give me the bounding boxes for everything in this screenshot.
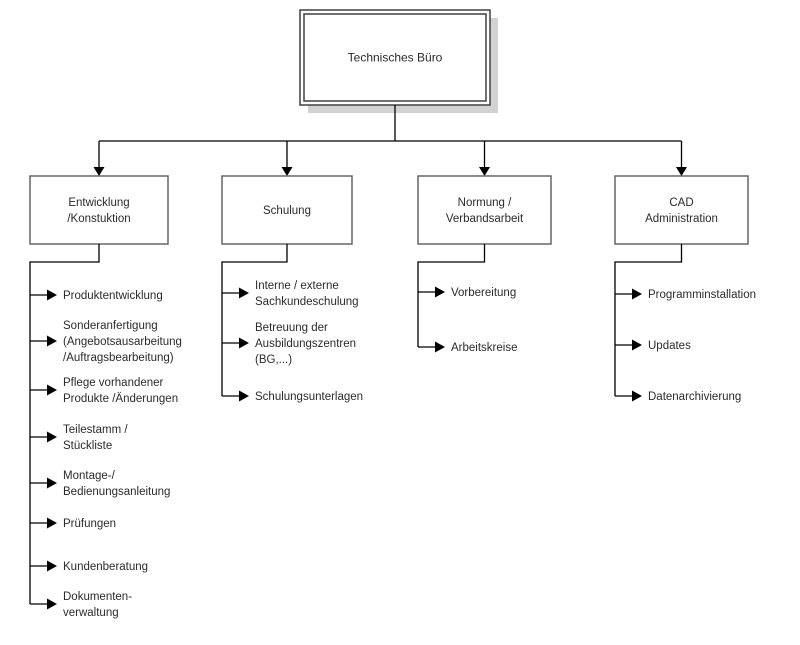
leaf-item-entwicklung-5[interactable]: Prüfungen bbox=[63, 518, 116, 530]
leaf-arrow-icon-cad-0 bbox=[632, 288, 642, 300]
leaf-arrow-icon-cad-2 bbox=[632, 390, 642, 402]
leaf-item-entwicklung-1-line: /Auftragsbearbeitung) bbox=[63, 352, 174, 364]
chart-root-group: Technisches BüroEntwicklung/KonstuktionP… bbox=[29, 9, 756, 619]
leaf-item-cad-2-line: Datenarchivierung bbox=[648, 391, 741, 403]
leaf-item-entwicklung-3-line: Stückliste bbox=[63, 440, 112, 452]
leaf-item-entwicklung-0[interactable]: Produktentwicklung bbox=[63, 290, 163, 302]
leaf-item-normung-0-line: Vorbereitung bbox=[451, 287, 516, 299]
leaf-item-cad-2[interactable]: Datenarchivierung bbox=[648, 391, 741, 403]
branch-arrow-down-entwicklung bbox=[93, 167, 105, 176]
leaf-arrow-icon-entwicklung-2 bbox=[47, 384, 57, 396]
branch-box-label-entwicklung-line: /Konstuktion bbox=[67, 213, 130, 225]
branch-arrow-down-cad bbox=[676, 167, 687, 176]
leaf-item-cad-0-line: Programminstallation bbox=[648, 289, 756, 301]
leaf-item-schulung-2[interactable]: Schulungsunterlagen bbox=[255, 391, 363, 403]
branch-box-label-normung-line: Verbandsarbeit bbox=[446, 213, 524, 225]
leaf-arrow-icon-cad-1 bbox=[632, 339, 642, 351]
branch-box-fill-schulung bbox=[222, 176, 352, 244]
leaf-item-schulung-1-line: (BG,...) bbox=[255, 354, 292, 366]
branch-box-label-cad-line: CAD bbox=[669, 197, 693, 209]
branch-spine-connector-schulung bbox=[221, 244, 288, 396]
leaf-item-entwicklung-4-line: Montage-/ bbox=[63, 470, 116, 482]
leaf-item-entwicklung-3-line: Teilestamm / bbox=[63, 424, 128, 436]
leaf-item-normung-1[interactable]: Arbeitskreise bbox=[451, 342, 517, 354]
leaf-item-entwicklung-0-line: Produktentwicklung bbox=[63, 290, 163, 302]
leaf-item-cad-0[interactable]: Programminstallation bbox=[648, 289, 756, 301]
leaf-arrow-icon-schulung-1 bbox=[239, 337, 249, 349]
leaf-item-normung-0[interactable]: Vorbereitung bbox=[451, 287, 516, 299]
branch-arrow-down-normung bbox=[479, 167, 490, 176]
leaf-arrow-icon-entwicklung-1 bbox=[47, 335, 57, 347]
leaf-arrow-icon-entwicklung-6 bbox=[47, 560, 57, 572]
leaf-item-entwicklung-4-line: Bedienungsanleitung bbox=[63, 486, 170, 498]
leaf-item-entwicklung-1[interactable]: Sonderanfertigung (Angebotsausarbeitung/A… bbox=[63, 320, 182, 364]
branch-arrow-down-schulung bbox=[281, 167, 293, 176]
root-box-label: Technisches Büro bbox=[348, 51, 443, 65]
leaf-item-normung-1-line: Arbeitskreise bbox=[451, 342, 517, 354]
leaf-item-schulung-2-line: Schulungsunterlagen bbox=[255, 391, 363, 403]
leaf-item-entwicklung-6-line: Kundenberatung bbox=[63, 561, 148, 573]
leaf-arrow-icon-entwicklung-5 bbox=[47, 517, 57, 529]
leaf-arrow-icon-schulung-2 bbox=[239, 390, 249, 402]
branch-box-label-entwicklung: Entwicklung/Konstuktion bbox=[67, 197, 130, 225]
branch-box-fill-cad bbox=[615, 176, 748, 244]
branch-spine-connector-cad bbox=[614, 244, 683, 396]
branch-box-label-entwicklung-line: Entwicklung bbox=[68, 197, 129, 209]
branch-box-label-cad-line: Administration bbox=[645, 213, 718, 225]
root-box-outer-fill bbox=[300, 10, 490, 105]
leaf-item-schulung-1-line: Betreuung der bbox=[255, 322, 328, 334]
branch-box-label-schulung: Schulung bbox=[263, 205, 311, 217]
leaf-item-cad-1-line: Updates bbox=[648, 340, 691, 352]
leaf-arrow-icon-schulung-0 bbox=[239, 287, 249, 299]
leaf-item-entwicklung-2-line: Pflege vorhandener bbox=[63, 377, 164, 389]
leaf-item-entwicklung-7-line: verwaltung bbox=[63, 607, 119, 619]
leaf-item-schulung-0-line: Sachkundeschulung bbox=[255, 296, 359, 308]
leaf-item-entwicklung-7[interactable]: Dokumenten-verwaltung bbox=[63, 591, 132, 619]
leaf-item-entwicklung-1-line: Sonderanfertigung bbox=[63, 320, 158, 332]
branch-box-label-cad: CAD Administration bbox=[645, 197, 718, 225]
leaf-item-entwicklung-1-line: (Angebotsausarbeitung bbox=[63, 336, 182, 348]
branch-box-fill-normung bbox=[418, 176, 551, 244]
leaf-item-entwicklung-7-line: Dokumenten- bbox=[63, 591, 132, 603]
branch-spine-connector-entwicklung bbox=[29, 244, 100, 604]
leaf-arrow-icon-entwicklung-3 bbox=[47, 431, 57, 443]
leaf-arrow-icon-normung-0 bbox=[435, 286, 445, 298]
branch-box-label-normung-line: Normung / bbox=[458, 197, 512, 209]
leaf-arrow-icon-normung-1 bbox=[435, 341, 445, 353]
leaf-arrow-icon-entwicklung-4 bbox=[47, 477, 57, 489]
leaf-item-entwicklung-2-line: Produkte /Änderungen bbox=[63, 393, 178, 405]
leaf-arrow-icon-entwicklung-7 bbox=[47, 598, 57, 610]
branch-box-fill-entwicklung bbox=[30, 176, 168, 244]
leaf-item-entwicklung-6[interactable]: Kundenberatung bbox=[63, 561, 148, 573]
leaf-item-entwicklung-3[interactable]: Teilestamm / Stückliste bbox=[63, 424, 128, 452]
leaf-item-entwicklung-4[interactable]: Montage-/ Bedienungsanleitung bbox=[63, 470, 170, 498]
branch-spine-connector-normung bbox=[417, 244, 486, 347]
branch-box-label-schulung-line: Schulung bbox=[263, 205, 311, 217]
branch-box-label-normung: Normung / Verbandsarbeit bbox=[446, 197, 524, 225]
leaf-item-schulung-1-line: Ausbildungszentren bbox=[255, 338, 356, 350]
leaf-item-entwicklung-5-line: Prüfungen bbox=[63, 518, 116, 530]
leaf-item-cad-1[interactable]: Updates bbox=[648, 340, 691, 352]
leaf-arrow-icon-entwicklung-0 bbox=[47, 289, 57, 301]
leaf-item-schulung-0-line: Interne / externe bbox=[255, 280, 339, 292]
root-box-label-line: Technisches Büro bbox=[348, 51, 443, 65]
root-box-inner-border bbox=[303, 13, 487, 102]
